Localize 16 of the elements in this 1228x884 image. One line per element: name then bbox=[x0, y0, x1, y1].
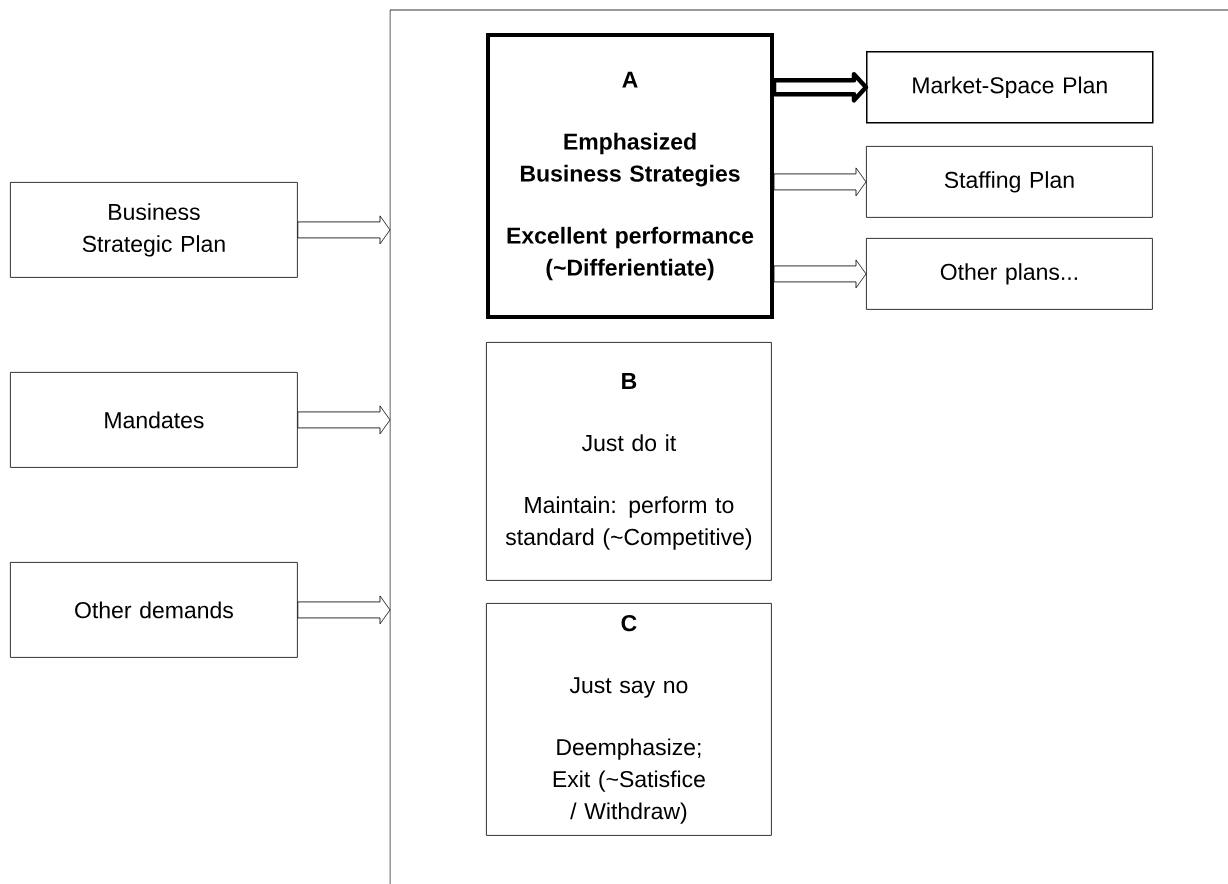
category-box: C Just say no Deemphasize; Exit (~Satisfice / Withdraw) bbox=[486, 603, 772, 836]
arrow bbox=[773, 167, 867, 197]
plan-box: Other plans... bbox=[866, 238, 1153, 310]
arrow bbox=[297, 215, 391, 245]
input-box: Other demands bbox=[10, 562, 298, 658]
input-box: Mandates bbox=[10, 372, 298, 468]
panel-frame bbox=[389, 9, 1228, 884]
arrow bbox=[773, 259, 867, 289]
category-box: B Just do it Maintain: perform to standard (~Competitive) bbox=[486, 342, 772, 581]
arrow bbox=[297, 595, 391, 625]
category-box: A Emphasized Business Strategies Excellent performance (~Differientiate) bbox=[486, 33, 774, 319]
input-box: Business Strategic Plan bbox=[10, 182, 298, 278]
arrow bbox=[771, 72, 869, 103]
plan-box: Staffing Plan bbox=[866, 146, 1153, 218]
plan-box: Market-Space Plan bbox=[866, 51, 1154, 124]
arrow bbox=[297, 405, 391, 435]
